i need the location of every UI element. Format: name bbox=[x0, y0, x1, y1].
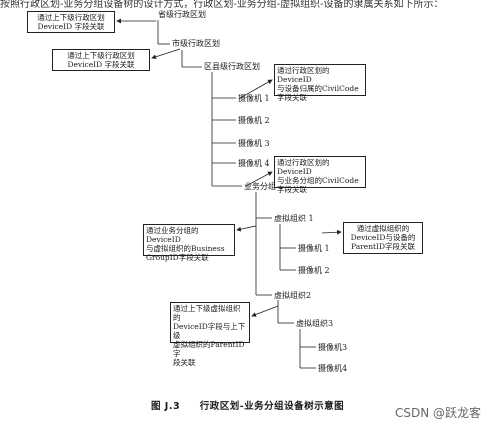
note-box: 通过上下级行政区划 DeviceID 字段关联 bbox=[52, 49, 150, 71]
tree-node-camera: 摄像机 1 bbox=[238, 94, 270, 103]
tree-node-city: 市级行政区划 bbox=[172, 39, 220, 48]
note-box: 通过上下级行政区划 DeviceID 字段关联 bbox=[27, 11, 115, 33]
tree-node-virtual-org: 虚拟组织3 bbox=[296, 319, 334, 328]
figure-number: 图 J.3 bbox=[151, 401, 181, 412]
note-box: 通过行政区划的DeviceID 与业务分组的CivilCode 字段关联 bbox=[274, 156, 366, 194]
figure-title: 行政区划-业务分组设备树示意图 bbox=[199, 401, 345, 412]
figure-caption: 图 J.3 行政区划-业务分组设备树示意图 bbox=[151, 398, 344, 412]
tree-node-camera: 摄像机 4 bbox=[238, 159, 270, 168]
tree-node-camera: 摄像机 1 bbox=[298, 244, 330, 253]
tree-node-district: 区县级行政区划 bbox=[204, 62, 260, 71]
tree-node-virtual-org: 虚拟组织 1 bbox=[274, 214, 314, 223]
note-box: 通过业务分组的DeviceID 与虚拟组织的Business GroupID字段… bbox=[143, 224, 235, 262]
note-box: 通过行政区划的DeviceID 与设备归属的CivilCode 字段关联 bbox=[274, 64, 366, 102]
tree-node-camera: 摄像机 3 bbox=[238, 139, 270, 148]
tree-node-virtual-org: 虚拟组织2 bbox=[274, 291, 312, 300]
tree-node-camera: 摄像机3 bbox=[318, 343, 348, 352]
tree-node-camera: 摄像机4 bbox=[318, 364, 348, 373]
watermark: CSDN @跃龙客 bbox=[395, 406, 482, 420]
intro-text: 按照行政区划-业务分组设备树的设计方式，行政区划-业务分组-虚拟组织-设备的隶属… bbox=[0, 0, 444, 10]
tree-node-province: 省级行政区划 bbox=[158, 10, 206, 19]
tree-node-business-group: 业务分组 1 bbox=[244, 182, 284, 191]
note-box: 通过虚拟组织的 DeviceID与设备的 ParentID字段关联 bbox=[343, 222, 423, 254]
tree-node-camera: 摄像机 2 bbox=[238, 116, 270, 125]
tree-node-camera: 摄像机 2 bbox=[298, 266, 330, 275]
note-box: 通过上下级虚拟组织的 DeviceID字段与上下级 虚拟组织的ParentID字… bbox=[170, 302, 250, 367]
